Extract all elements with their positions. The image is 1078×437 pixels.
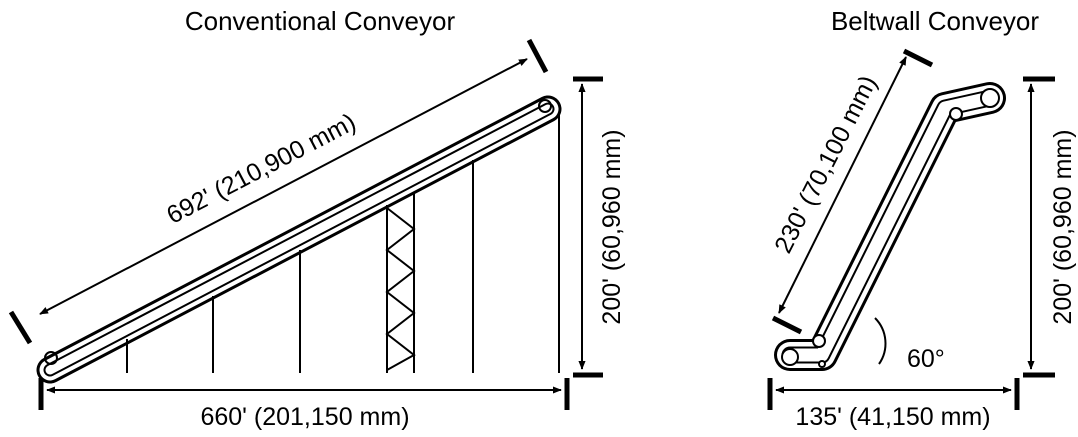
beltwall-length-arrow <box>778 56 907 314</box>
lattice-tower <box>385 192 416 373</box>
length-dimension-arrow <box>39 58 528 315</box>
beltwall-length-tick-start <box>771 315 803 335</box>
beltwall-belt <box>774 82 1006 371</box>
conventional-height-label: 200' (60,960 mm) <box>598 129 626 324</box>
beltwall-run-label: 135' (41,150 mm) <box>795 403 990 431</box>
conventional-run-label: 660' (201,150 mm) <box>200 403 409 431</box>
beltwall-snub-pulley <box>949 107 963 121</box>
beltwall-bend-pulley <box>812 334 826 348</box>
angle-arc <box>874 317 887 365</box>
head-pulley <box>538 99 552 113</box>
beltwall-length-tick-end <box>902 48 934 68</box>
tail-pulley <box>44 351 58 365</box>
beltwall-conveyor: Beltwall Conveyor 230' (70,100 mm) 60° 2… <box>767 6 1077 431</box>
conventional-title: Conventional Conveyor <box>185 6 456 36</box>
beltwall-title: Beltwall Conveyor <box>831 6 1039 36</box>
beltwall-head-pulley <box>980 88 1000 108</box>
length-tick-end <box>526 38 549 74</box>
length-tick-start <box>8 310 33 345</box>
beltwall-tail-pulley <box>781 348 799 366</box>
beltwall-height-label: 200' (60,960 mm) <box>1049 129 1077 324</box>
beltwall-idler <box>818 360 826 368</box>
conventional-conveyor: Conventional Conveyor 692' (2 <box>8 6 626 431</box>
beltwall-angle-label: 60° <box>907 345 945 373</box>
beltwall-length-label: 230' (70,100 mm) <box>769 71 883 258</box>
